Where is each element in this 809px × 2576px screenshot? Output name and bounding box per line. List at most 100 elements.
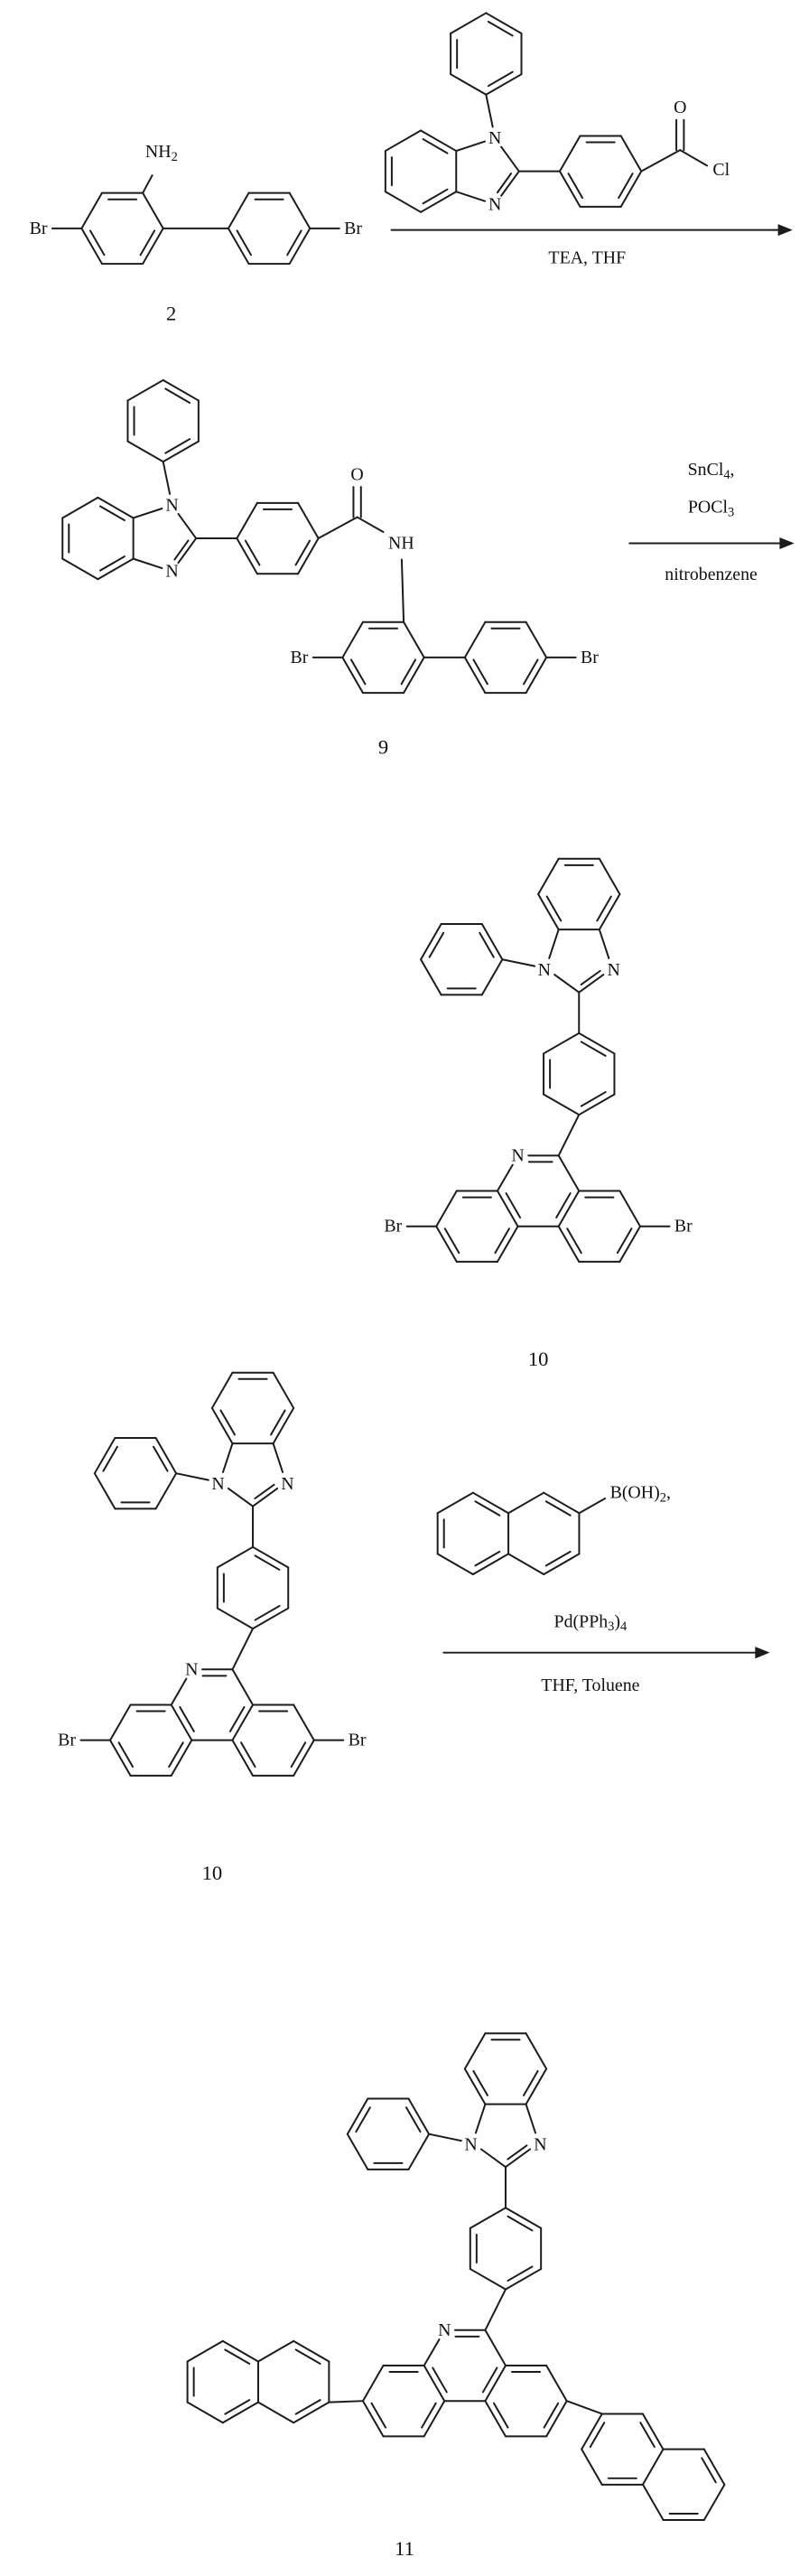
bond (436, 1491, 474, 1515)
reaction-arrow-3 (442, 1647, 770, 1659)
amine-label: NH2 (145, 142, 178, 164)
bond (231, 1739, 255, 1777)
bond (404, 2106, 422, 2133)
bond (487, 70, 514, 88)
bond (557, 1114, 581, 1157)
bond (227, 227, 250, 266)
bond (618, 1190, 641, 1227)
imidazole-n1-label: N (211, 1474, 224, 1494)
bond (435, 1225, 458, 1263)
bond (256, 2339, 295, 2363)
bond (481, 2366, 498, 2394)
bond (98, 505, 126, 521)
bond (97, 557, 135, 581)
bond (598, 857, 621, 895)
imidazole-n1-label: N (538, 960, 551, 980)
bond (428, 931, 445, 958)
bond (640, 149, 682, 173)
bond (117, 1741, 135, 1769)
reaction-arrow-2 (628, 537, 795, 549)
bond (567, 173, 584, 200)
bond (88, 229, 106, 257)
bond (484, 2329, 507, 2366)
compound-11-caption: 11 (395, 2537, 414, 2560)
label-part: ) (614, 1611, 620, 1631)
bond (139, 229, 156, 257)
bond (598, 892, 621, 931)
bond (384, 129, 423, 153)
bond (170, 1703, 193, 1741)
bond (252, 1487, 279, 1507)
bond (403, 656, 425, 695)
bond (578, 1093, 616, 1116)
bond (420, 958, 442, 996)
bond (294, 539, 312, 566)
bond (153, 1445, 169, 1472)
bond (474, 1550, 501, 1567)
bond (231, 1703, 255, 1741)
chlorine-label: Cl (712, 160, 730, 180)
bond (492, 2402, 509, 2429)
label-part: , (730, 460, 735, 480)
bond (361, 2365, 385, 2403)
bond (578, 1031, 616, 1055)
bond (504, 2268, 543, 2291)
bond (236, 229, 253, 257)
bond (231, 1628, 255, 1671)
bond (505, 1192, 522, 1218)
bond (523, 2069, 539, 2096)
bond (420, 923, 442, 961)
bond (523, 658, 539, 686)
bond (61, 557, 99, 581)
imidazole-n3-label: N (281, 1474, 293, 1494)
compound-9-caption: 9 (378, 736, 388, 759)
bond (102, 1445, 118, 1472)
subscript: 2 (172, 150, 178, 164)
bond (384, 191, 423, 213)
compound-10-caption: 10 (528, 1348, 549, 1370)
bond (142, 227, 164, 266)
bond (545, 2400, 568, 2438)
bond (219, 1409, 236, 1436)
bond (328, 2400, 364, 2403)
bond (221, 2339, 259, 2363)
bond (641, 2448, 665, 2486)
bond (471, 1491, 510, 1515)
bond (80, 227, 103, 266)
br-right-label: Br (344, 219, 362, 238)
arrowhead (777, 224, 793, 237)
bond (619, 135, 643, 173)
bond (581, 2413, 603, 2450)
br-right-label: Br (349, 1731, 367, 1750)
bond (240, 1741, 256, 1769)
br-left-label: Br (30, 219, 48, 238)
bond (294, 2399, 321, 2415)
imidazole-n1-label: N (464, 2134, 477, 2154)
bond (297, 501, 320, 540)
bond (108, 1739, 132, 1777)
bond (504, 2207, 543, 2229)
bond (596, 895, 612, 922)
bond (400, 558, 405, 623)
bond (61, 496, 99, 519)
br-right-label: Br (674, 1217, 693, 1237)
bond (545, 895, 563, 922)
bond (270, 1409, 286, 1436)
bond (400, 658, 417, 686)
reagent-sncl4-label: SnCl4, (688, 460, 735, 482)
bond (537, 857, 560, 895)
bond (173, 539, 190, 561)
bond (557, 1190, 581, 1227)
subscript: 2 (660, 1490, 666, 1505)
bond (480, 923, 504, 961)
bond (132, 557, 163, 570)
bond (463, 621, 487, 658)
bond (170, 1739, 193, 1777)
bond (341, 656, 364, 695)
bond (619, 170, 643, 208)
bond (98, 555, 126, 572)
